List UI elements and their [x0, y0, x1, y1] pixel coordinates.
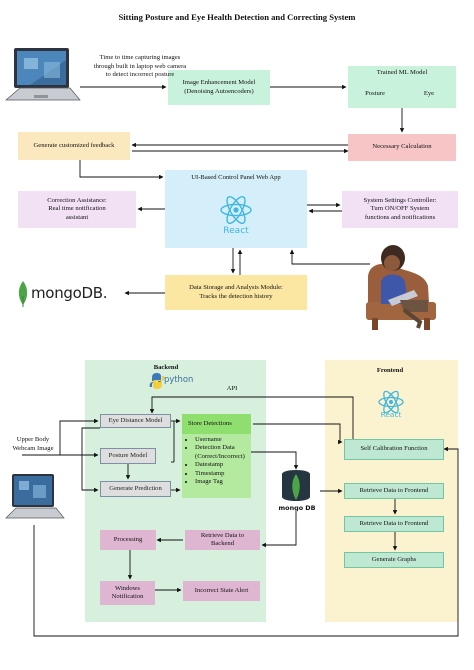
- arrow-webcam-to-eye: [59, 418, 99, 455]
- database-icon: [282, 470, 310, 501]
- self-calibration-function: Self Calibration Function: [344, 439, 444, 460]
- mongodb-leaf-icon-top: [18, 281, 28, 307]
- arrow-mongo-to-retrieve-backend: [261, 512, 297, 548]
- field-timestamp: Timestamp: [195, 470, 249, 478]
- trained-ml-bg: [348, 66, 456, 108]
- arrow-loop-to-calibration: [33, 446, 459, 637]
- diagram-title: Sitting Posture and Eye Health Detection…: [118, 12, 356, 22]
- field-datestamp: Datestamp: [195, 461, 249, 469]
- data-storage-module: Data Storage and Analysis Module: Tracks…: [189, 284, 283, 300]
- image-enhancement-model: Image Enhancement Model (Denoising Autoe…: [182, 79, 256, 95]
- image-enhancement-bg: [168, 70, 270, 105]
- windows-notification: Windows Notification: [100, 581, 155, 605]
- incorrect-state-alert: Incorrect State Alert: [183, 581, 260, 601]
- react-label-top: React: [223, 226, 249, 236]
- react-icon-top: [220, 196, 252, 224]
- react-icon-bottom: [378, 390, 404, 414]
- necessary-calculation: Necessary Calculation: [372, 143, 432, 151]
- data-storage-bg: [165, 275, 307, 310]
- processing: Processing: [100, 530, 156, 550]
- system-settings-controller: System Settings Controller: Turn ON/OFF …: [363, 197, 437, 221]
- frontend-title: Frontend: [376, 367, 404, 374]
- python-icon: [149, 373, 165, 389]
- correction-assistance: Correction Assistance: Real time notific…: [47, 197, 107, 221]
- laptop-icon-bottom: [5, 474, 65, 519]
- posture-model: Posture Model: [100, 448, 156, 464]
- python-label: python: [164, 374, 194, 384]
- retrieve-data-frontend-1: Retrieve Data to Frontend: [344, 483, 444, 499]
- retrieve-data-frontend-2: Retrieve Data to Frontend: [344, 516, 444, 532]
- mongodb-logo-text: mongoDB.: [31, 284, 108, 302]
- retrieve-data-backend: Retrieve Data to Backend: [185, 530, 260, 550]
- generate-prediction: Generate Prediction: [100, 481, 171, 497]
- arrow-store-to-mongo: [251, 451, 299, 470]
- field-image-tag: Image Tag: [195, 478, 249, 486]
- capture-description: Time to time capturing images through bu…: [93, 54, 187, 79]
- detection-fields: Username Detection Data (Correct/Incorre…: [182, 434, 251, 498]
- generate-graphs: Generate Graphs: [344, 552, 444, 568]
- arrow-store-to-calibration: [253, 423, 343, 445]
- arrow-feedback-to-panel: [79, 160, 164, 180]
- arrow-eye-to-prediction: [81, 427, 100, 493]
- eye-distance-model: Eye Distance Model: [100, 414, 171, 428]
- eye-label: Eye: [423, 89, 435, 97]
- trained-ml-model: Trained ML Model: [376, 68, 428, 76]
- settings-bg: [342, 191, 458, 228]
- customized-feedback: Generate customized feedback: [33, 141, 115, 149]
- store-detections: Store Detections: [182, 414, 251, 434]
- field-username: Username: [195, 436, 249, 444]
- control-panel-label: UI-Based Control Panel Web App: [191, 174, 281, 181]
- posture-label: Posture: [365, 89, 385, 97]
- arrow-api-calibration-to-eye: [149, 396, 354, 442]
- user-illustration-icon: [366, 245, 436, 330]
- necessary-calc-bg: [348, 134, 456, 161]
- api-label: API: [226, 385, 238, 392]
- feedback-bg: [18, 132, 130, 160]
- backend-title: Backend: [153, 364, 179, 371]
- laptop-icon-top: [5, 48, 81, 101]
- upper-body-label: Upper Body Webcam Image: [12, 436, 54, 452]
- field-detection-data: Detection Data (Correct/Incorrect): [195, 444, 249, 461]
- mongo-db-label: mongo DB: [278, 504, 316, 512]
- arrow-user-to-panel: [289, 249, 370, 265]
- correction-bg: [18, 191, 136, 228]
- react-label-bottom: React: [380, 410, 402, 419]
